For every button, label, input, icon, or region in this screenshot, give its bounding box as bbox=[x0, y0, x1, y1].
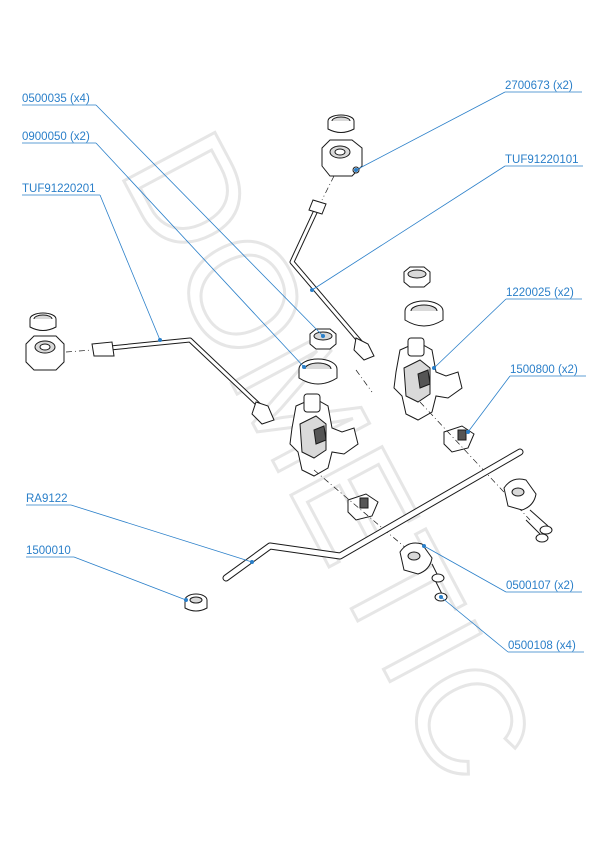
hex-connector-top bbox=[321, 139, 363, 177]
pipe-RA9122 bbox=[222, 448, 524, 582]
callout-TUF91220201: TUF91220201 bbox=[22, 183, 162, 342]
svg-text:0500107 (x2): 0500107 (x2) bbox=[506, 580, 574, 592]
svg-text:1220025 (x2): 1220025 (x2) bbox=[506, 287, 574, 299]
callout-0500107: 0500107 (x2) bbox=[422, 544, 582, 593]
valve-body-right bbox=[393, 337, 463, 421]
hex-connector-left bbox=[25, 335, 65, 371]
callout-1500010: 1500010 bbox=[26, 545, 188, 602]
callout-RA9122: RA9122 bbox=[26, 493, 254, 564]
bracket-0500107-upper bbox=[503, 478, 537, 511]
callout-0900050: 0900050 (x2) bbox=[22, 131, 306, 369]
screw-3 bbox=[431, 563, 445, 583]
callout-0500108: 0500108 (x4) bbox=[439, 595, 584, 653]
valve-body-left bbox=[289, 393, 359, 477]
svg-text:0500035 (x4): 0500035 (x4) bbox=[22, 93, 90, 105]
svg-text:2700673 (x2): 2700673 (x2) bbox=[505, 80, 573, 92]
callout-0500035: 0500035 (x4) bbox=[22, 93, 325, 338]
cap-nut-top bbox=[327, 114, 355, 133]
svg-text:RA9122: RA9122 bbox=[26, 493, 68, 505]
svg-text:0900050 (x2): 0900050 (x2) bbox=[22, 131, 90, 143]
cap-nut-left bbox=[29, 312, 57, 331]
nut-0500035 bbox=[309, 328, 337, 350]
svg-text:0500108 (x4): 0500108 (x4) bbox=[508, 640, 576, 652]
svg-text:1500800 (x2): 1500800 (x2) bbox=[510, 364, 578, 376]
sleeve-right bbox=[404, 300, 444, 327]
pipe-TUF91220201 bbox=[91, 337, 275, 425]
callout-1500800: 1500800 (x2) bbox=[466, 364, 586, 434]
callout-TUF91220101: TUF91220101 bbox=[310, 154, 583, 292]
upper-right-assembly bbox=[289, 114, 475, 453]
callout-1220025: 1220025 (x2) bbox=[432, 287, 582, 370]
nut-1220025 bbox=[403, 266, 431, 288]
screw-1 bbox=[529, 509, 553, 535]
svg-text:TUF91220101: TUF91220101 bbox=[505, 154, 579, 166]
left-assembly bbox=[25, 312, 379, 521]
screw-2 bbox=[525, 519, 549, 543]
cap-1500010 bbox=[184, 593, 208, 612]
clip-left bbox=[347, 493, 379, 521]
svg-text:1500010: 1500010 bbox=[26, 545, 71, 557]
bracket-0500107-lower bbox=[399, 542, 433, 575]
sleeve-left bbox=[298, 358, 338, 385]
svg-text:TUF91220201: TUF91220201 bbox=[22, 183, 96, 195]
callout-2700673: 2700673 (x2) bbox=[354, 80, 582, 172]
pipe-TUF91220101 bbox=[289, 199, 375, 361]
